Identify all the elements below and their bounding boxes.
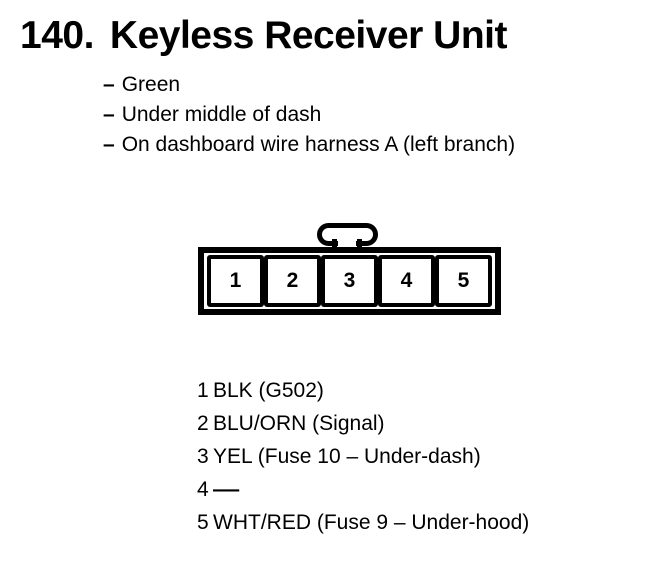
bullet-dash-icon: – xyxy=(103,73,115,96)
pin-number: 5 xyxy=(457,269,470,292)
bullet-dash-icon: – xyxy=(103,103,115,126)
pin-cell-5: 5 xyxy=(435,255,492,307)
note-text: On dashboard wire harness A (left branch… xyxy=(121,133,516,156)
title-text: Keyless Receiver Unit xyxy=(109,14,508,57)
pinout-pin: 5 xyxy=(197,511,209,534)
pinout-pin: 1 xyxy=(197,379,209,402)
connector-latch-leg-right xyxy=(357,239,362,252)
pin-number: 4 xyxy=(400,269,413,292)
pin-cell-3: 3 xyxy=(321,255,378,307)
pinout-pin: 3 xyxy=(197,445,209,468)
pinout-row-5: 5 WHT/RED (Fuse 9 – Under-hood) xyxy=(197,506,529,539)
notes-list: – Green – Under middle of dash – On dash… xyxy=(103,70,515,160)
pin-cell-1: 1 xyxy=(207,255,264,307)
pinout-row-3: 3 YEL (Fuse 10 – Under-dash) xyxy=(197,440,529,473)
pin-cell-4: 4 xyxy=(378,255,435,307)
pinout-desc: BLU/ORN (Signal) xyxy=(213,412,385,435)
connector-latch-leg-left xyxy=(332,239,337,252)
connector-latch-opening xyxy=(338,240,356,247)
note-text: Green xyxy=(121,73,181,96)
pinout-pin: 4 xyxy=(197,478,209,501)
pin-cell-2: 2 xyxy=(264,255,321,307)
item-number: 140. xyxy=(20,14,94,57)
pinout-row-2: 2 BLU/ORN (Signal) xyxy=(197,407,529,440)
pinout-legend: 1 BLK (G502) 2 BLU/ORN (Signal) 3 YEL (F… xyxy=(197,374,529,539)
pinout-row-1: 1 BLK (G502) xyxy=(197,374,529,407)
pinout-desc-no-connection: — xyxy=(213,478,240,501)
pinout-desc: BLK (G502) xyxy=(213,379,324,402)
pin-number: 2 xyxy=(286,269,299,292)
pinout-row-4: 4 — xyxy=(197,473,529,506)
note-item-location: – Under middle of dash xyxy=(103,100,515,130)
note-item-color: – Green xyxy=(103,70,515,100)
pin-number: 3 xyxy=(343,269,356,292)
pinout-pin: 2 xyxy=(197,412,209,435)
pinout-desc: YEL (Fuse 10 – Under-dash) xyxy=(213,445,481,468)
note-item-harness: – On dashboard wire harness A (left bran… xyxy=(103,130,515,160)
connector-body: 1 2 3 4 5 xyxy=(198,247,501,315)
page-title: 140. Keyless Receiver Unit xyxy=(20,14,507,58)
pinout-desc: WHT/RED (Fuse 9 – Under-hood) xyxy=(213,511,530,534)
note-text: Under middle of dash xyxy=(121,103,322,126)
pin-number: 1 xyxy=(229,269,242,292)
bullet-dash-icon: – xyxy=(103,133,115,156)
